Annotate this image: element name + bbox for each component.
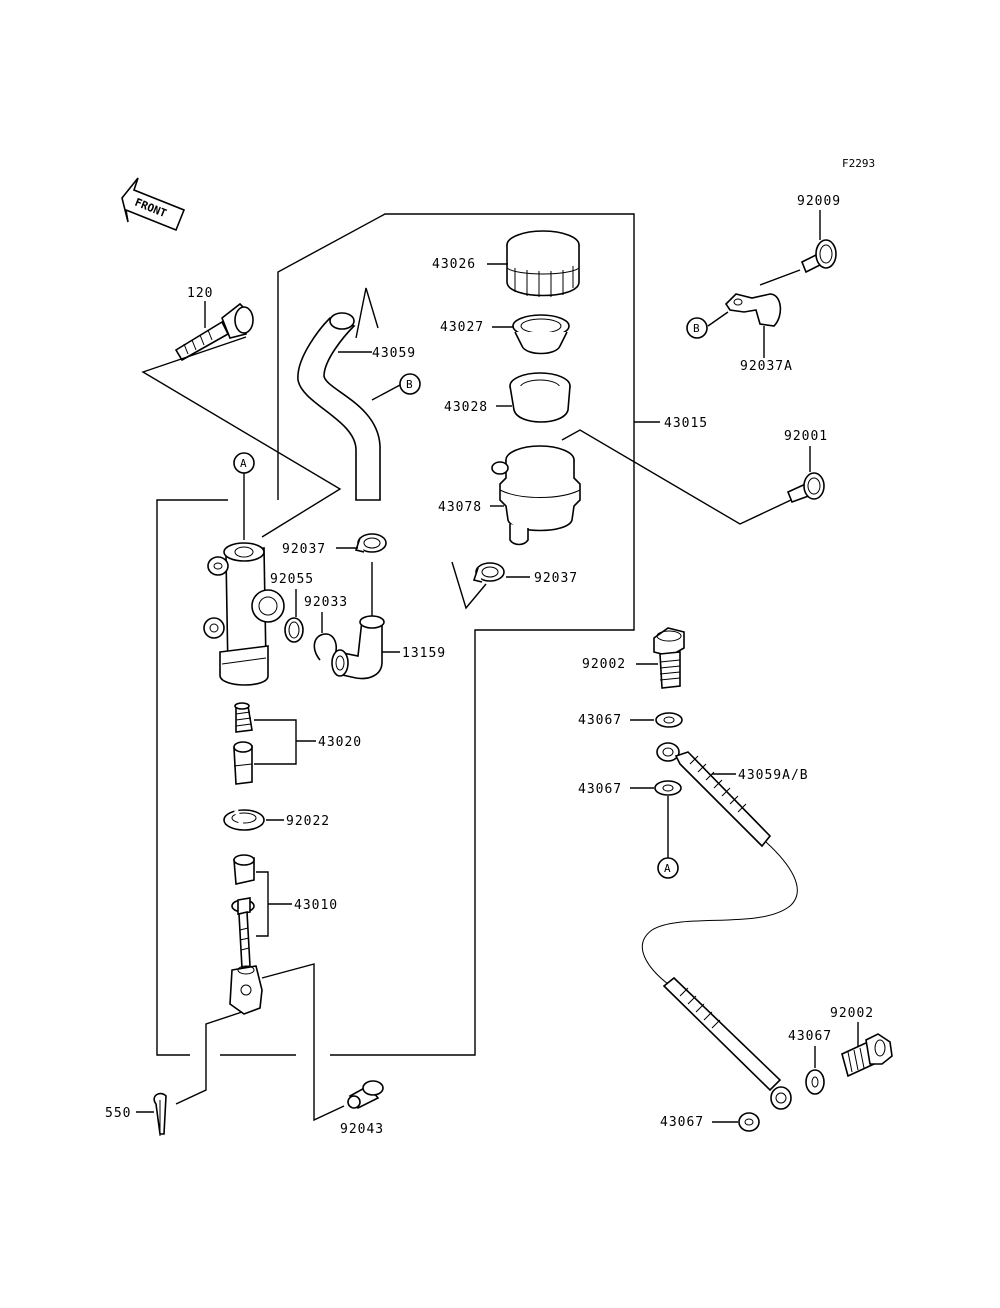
label-43067-1: 43067 [578,713,622,728]
label-43026: 43026 [432,257,476,272]
label-43028: 43028 [444,400,488,415]
push-rod-43010 [229,854,263,1015]
diaphragm-plate-43027 [512,314,570,355]
label-92037-2: 92037 [534,571,578,586]
front-arrow-icon: FRONT [121,177,186,232]
piston-kit-43020 [233,702,253,785]
screw-92009 [800,239,837,274]
bolt-92001 [786,472,825,504]
label-43059ab: 43059A/B [738,768,809,783]
label-92009: 92009 [797,194,841,209]
label-13159: 13159 [402,646,446,661]
marker-b-clamp: B [693,322,700,335]
cotter-pin-550 [153,1092,167,1136]
label-92001: 92001 [784,429,828,444]
figure-code: F2293 [842,157,875,170]
label-92055: 92055 [270,572,314,587]
label-92037a: 92037A [740,359,793,374]
hose-clip-92037-upper [354,533,387,553]
brake-hose-43059ab [641,742,798,1110]
washer-43067-3 [805,1069,825,1095]
hose-43059 [297,317,381,501]
clamp-92037a [724,293,782,327]
marker-a-bottom: A [664,862,671,875]
banjo-bolt-92002-upper [653,627,685,689]
label-92033: 92033 [304,595,348,610]
reservoir-cap-43026 [506,230,580,297]
label-92022: 92022 [286,814,330,829]
bolt-120 [174,302,254,362]
circlip-92033 [313,633,338,661]
marker-a-top: A [240,457,247,470]
hose-clip-92037-lower [472,562,505,583]
marker-b-hose: B [406,378,413,391]
master-cylinder-body [203,542,285,686]
label-92043: 92043 [340,1122,384,1137]
washer-43067-1 [655,712,683,728]
label-43027: 43027 [440,320,484,335]
clevis-pin-92043 [347,1080,384,1110]
master-cylinder-group-frame [156,499,228,1056]
label-43067-4: 43067 [660,1115,704,1130]
label-43010: 43010 [294,898,338,913]
label-92002-1: 92002 [582,657,626,672]
reservoir-tank-43078 [491,445,581,546]
label-550: 550 [105,1106,131,1121]
diaphragm-43028 [509,372,571,423]
label-120: 120 [187,286,213,301]
circlip-92022 [223,809,265,831]
label-43067-2: 43067 [578,782,622,797]
o-ring-92055 [284,617,304,643]
label-92002-2: 92002 [830,1006,874,1021]
label-43059: 43059 [372,346,416,361]
washer-43067-4 [738,1112,760,1132]
banjo-bolt-92002-lower [841,1033,893,1078]
label-43078: 43078 [438,500,482,515]
washer-43067-2 [654,780,682,796]
label-43015: 43015 [664,416,708,431]
label-92037-1: 92037 [282,542,326,557]
elbow-joint-13159 [331,615,385,680]
label-43067-3: 43067 [788,1029,832,1044]
label-43020: 43020 [318,735,362,750]
